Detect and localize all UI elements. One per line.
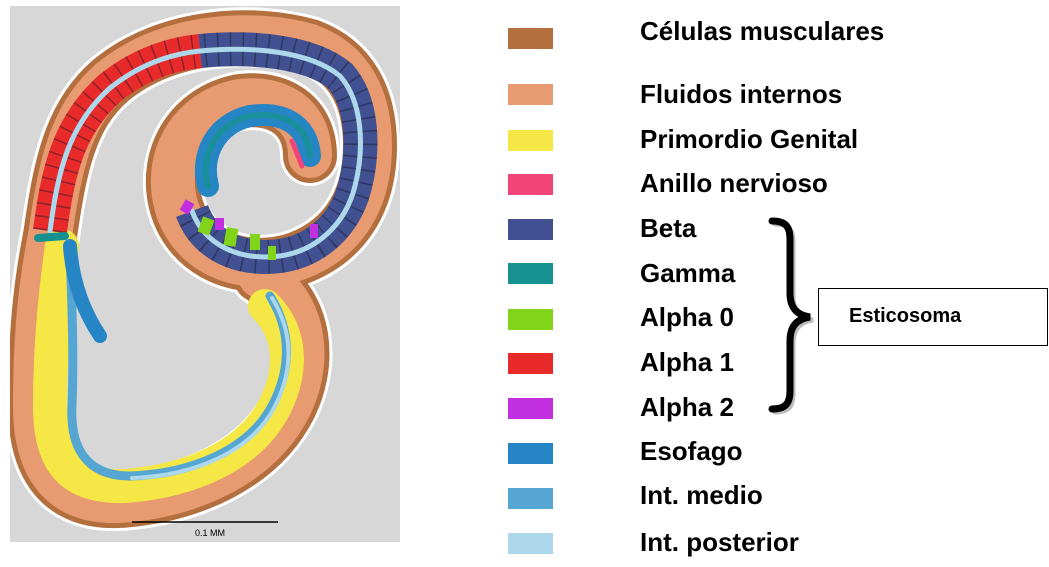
swatch-post-intestine <box>508 533 553 554</box>
stichosome-group-box: Esticosoma <box>818 288 1048 346</box>
label-alpha0: Alpha 0 <box>640 302 734 332</box>
label-beta: Beta <box>640 213 696 243</box>
swatch-muscle <box>508 28 553 49</box>
larva-illustration: 0.1 MM <box>10 6 400 542</box>
swatch-gamma <box>508 263 553 284</box>
label-fluid: Fluidos internos <box>640 79 842 109</box>
label-alpha2: Alpha 2 <box>640 392 734 422</box>
label-esophagus: Esofago <box>640 436 743 466</box>
group-brace <box>750 215 820 415</box>
larva-drawing <box>10 6 400 542</box>
swatch-alpha0 <box>508 309 553 330</box>
label-alpha1: Alpha 1 <box>640 347 734 377</box>
swatch-fluid <box>508 84 553 105</box>
swatch-alpha2 <box>508 398 553 419</box>
junction-cells <box>38 236 65 238</box>
scale-label: 0.1 MM <box>195 528 225 538</box>
swatch-mid-intestine <box>508 488 553 509</box>
stichosome-group-label: Esticosoma <box>849 303 961 329</box>
label-gamma: Gamma <box>640 258 735 288</box>
swatch-genital <box>508 130 553 151</box>
label-post-intestine: Int. posterior <box>640 527 799 557</box>
label-nerve-ring: Anillo nervioso <box>640 168 828 198</box>
swatch-nerve-ring <box>508 174 553 195</box>
label-mid-intestine: Int. medio <box>640 480 763 510</box>
swatch-alpha1 <box>508 353 553 374</box>
label-genital: Primordio Genital <box>640 124 858 154</box>
swatch-esophagus <box>508 443 553 464</box>
label-muscle: Células musculares <box>640 16 884 46</box>
swatch-beta <box>508 219 553 240</box>
